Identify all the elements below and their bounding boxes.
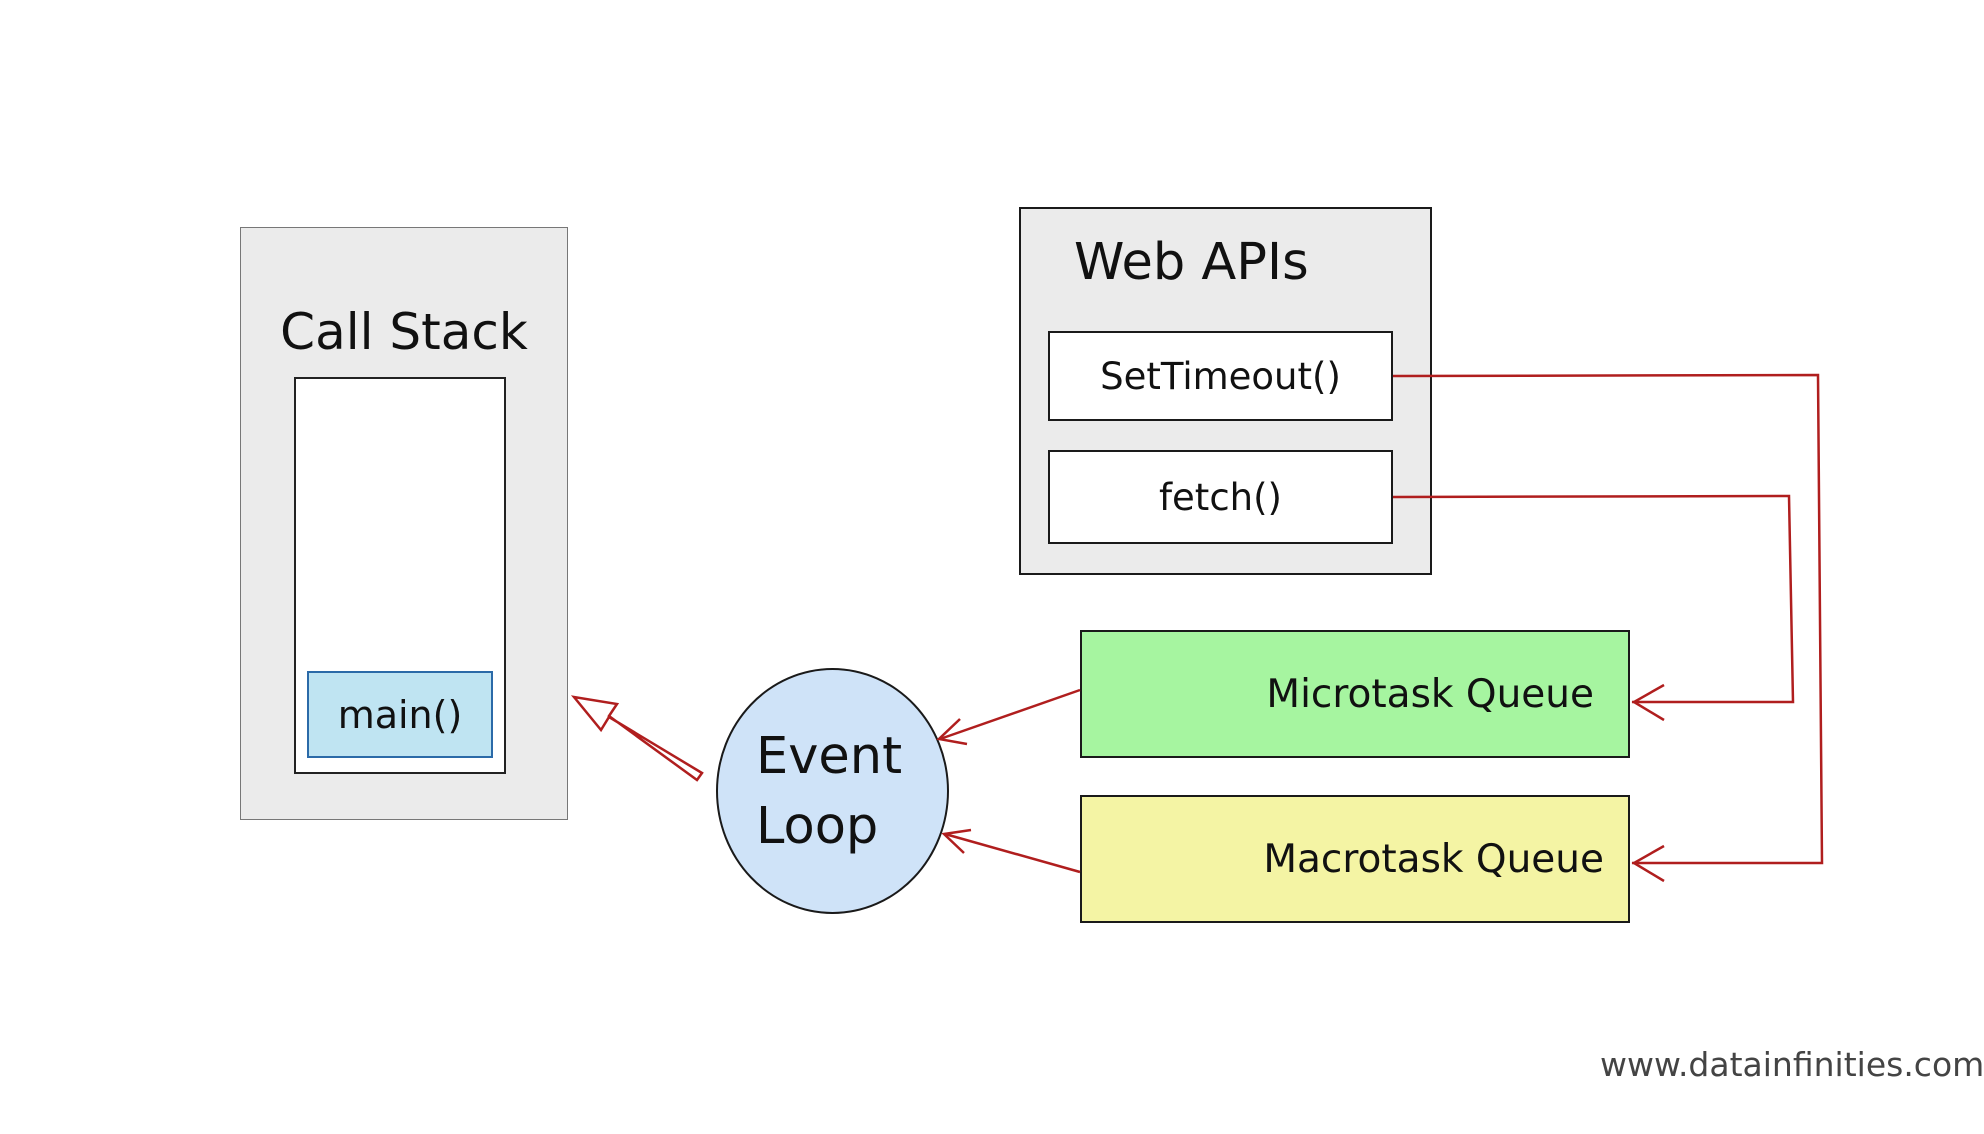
arrow-fetch-to-microtask	[1392, 494, 1795, 704]
arrow-macrotask-to-event-loop	[944, 832, 1081, 874]
web-api-fetch: fetch()	[1048, 450, 1393, 544]
microtask-queue: Microtask Queue	[1080, 630, 1630, 758]
event-loop-label-line1: Event	[756, 727, 903, 786]
web-apis-title: Web APIs	[1074, 233, 1309, 292]
stack-frame-main: main()	[307, 671, 493, 758]
event-loop-circle	[716, 668, 949, 914]
arrowhead-macrotask	[1631, 844, 1665, 883]
event-loop-label: Event Loop	[756, 722, 936, 862]
event-loop-label-line2: Loop	[756, 797, 879, 856]
macrotask-queue-label: Macrotask Queue	[1263, 836, 1604, 882]
call-stack-title: Call Stack	[280, 303, 528, 361]
arrowhead-event-loop-bottom	[941, 828, 972, 854]
microtask-queue-label: Microtask Queue	[1266, 671, 1594, 717]
arrow-microtask-to-event-loop	[939, 688, 1081, 741]
arrowhead-event-loop-top	[936, 718, 968, 746]
arrowhead-microtask	[1631, 683, 1665, 722]
arrow-settimeout-to-macrotask	[1392, 373, 1824, 865]
web-api-settimeout: SetTimeout()	[1048, 331, 1393, 421]
macrotask-queue: Macrotask Queue	[1080, 795, 1630, 923]
watermark: www.datainfinities.com	[1600, 1045, 1984, 1084]
arrow-event-loop-to-call-stack	[570, 695, 704, 782]
